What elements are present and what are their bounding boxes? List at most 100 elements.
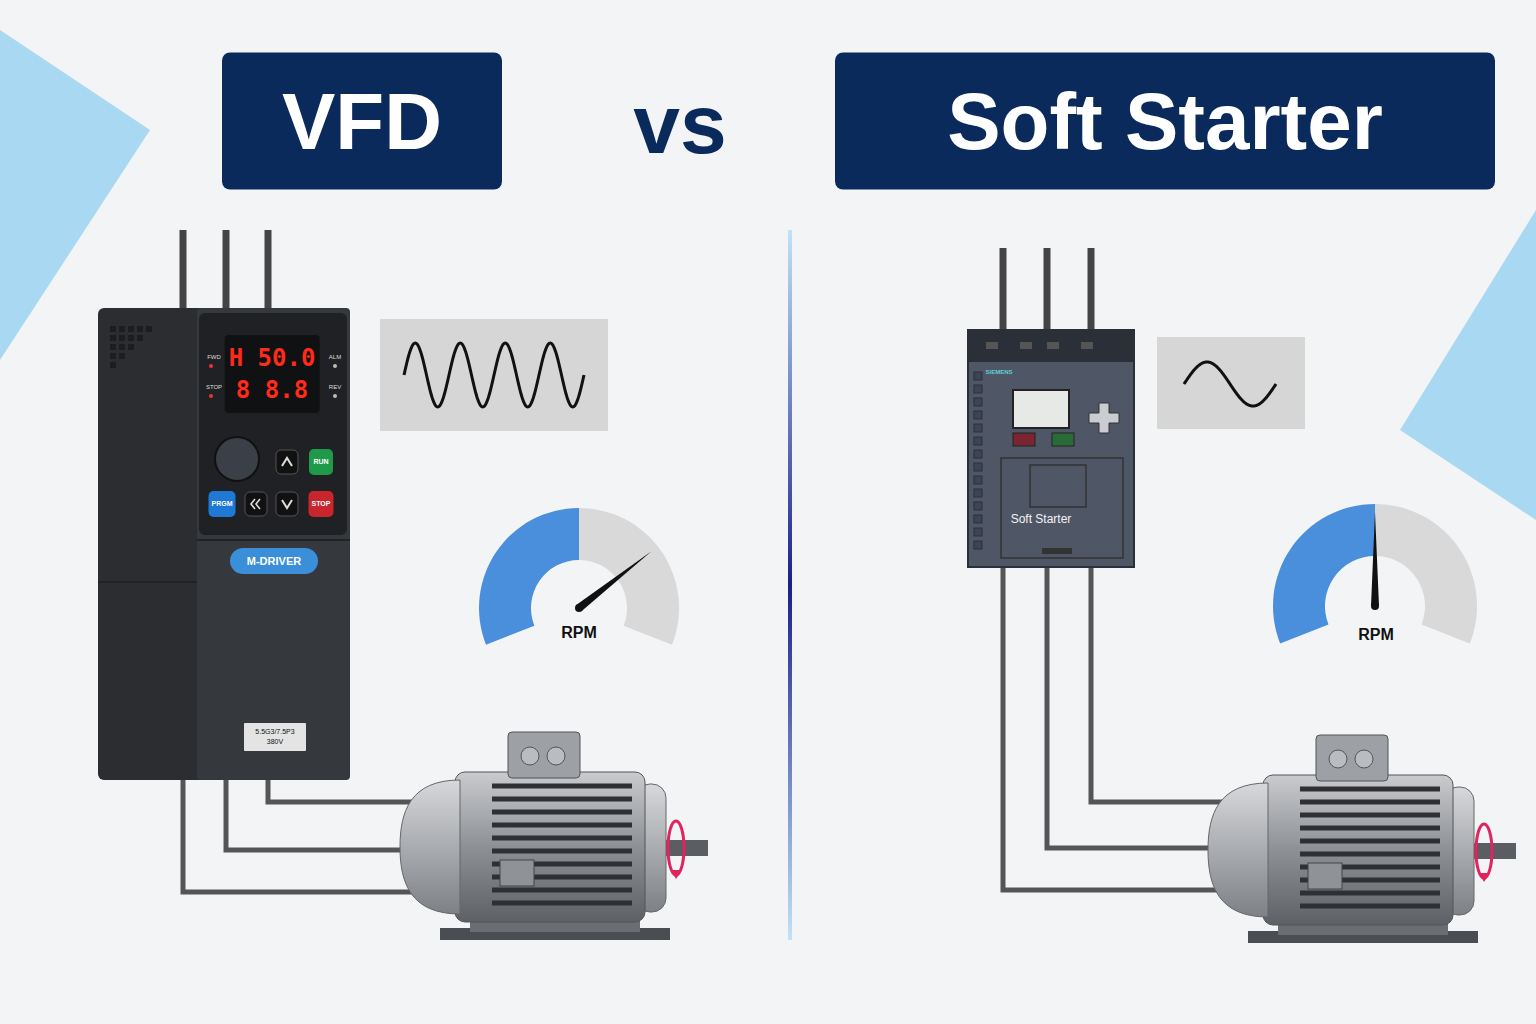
output-wires (183, 778, 420, 892)
node-text: M-DRIVER (247, 555, 301, 567)
cable-gland (521, 747, 539, 765)
gauge-hub (575, 604, 583, 612)
cooling-fin (492, 784, 632, 789)
led-cell (974, 372, 982, 380)
node-text: 8 8.8 (236, 377, 308, 403)
gauge-label: RPM (561, 625, 597, 641)
led-cell (974, 424, 982, 432)
cooling-fin (492, 836, 632, 841)
node-text: STOP (312, 500, 331, 508)
led-cell (974, 528, 982, 536)
led-cell (974, 450, 982, 458)
cooling-fin (1300, 826, 1440, 831)
motor (1208, 735, 1516, 943)
node-text: Soft Starter (947, 77, 1383, 165)
vent-dot (119, 326, 125, 332)
vent-dot (110, 362, 116, 368)
divider (788, 230, 792, 940)
cooling-fin (492, 888, 632, 893)
versus-text: vs (633, 82, 726, 166)
node-text: 5.5G3/7.5P3 (255, 728, 294, 736)
waveform-panel (1157, 337, 1305, 429)
cable-gland (1355, 750, 1373, 768)
node-text: PRGM (212, 500, 233, 508)
indicator-label: STOP (206, 384, 222, 390)
gauge-hub (1371, 602, 1379, 610)
title-box: Soft Starter (835, 53, 1495, 190)
soft-starter-device (968, 330, 1134, 567)
vent-dot (110, 344, 116, 350)
vent-dot (137, 326, 143, 332)
cable-gland (1329, 750, 1347, 768)
gauge-track (1375, 504, 1477, 644)
indicator-label: REV (329, 384, 341, 390)
waveform (1184, 362, 1276, 406)
vfd-drive (98, 308, 350, 780)
cooling-fin (1300, 800, 1440, 805)
stop-button: STOP (309, 491, 334, 517)
cooling-fin (492, 849, 632, 854)
waveform (404, 343, 584, 407)
waveform-panel (380, 319, 608, 431)
vent-dot (110, 326, 116, 332)
deco-triangle (1400, 210, 1536, 520)
nameplate (1308, 863, 1342, 889)
motor-body (1263, 775, 1453, 925)
cable-gland (547, 747, 565, 765)
vent-dot (119, 335, 125, 341)
rpm-gauge (1273, 504, 1477, 644)
led-cell (974, 411, 982, 419)
indicator-label: FWD (207, 354, 221, 360)
led-display: H 50.0 8 8.8 (225, 335, 320, 413)
cooling-fin (1300, 891, 1440, 896)
input-wires (183, 230, 268, 310)
led-cell (974, 463, 982, 471)
rpm-gauge (479, 508, 679, 645)
gauge-label: RPM (1358, 627, 1394, 643)
vent-dot (119, 353, 125, 359)
led-cell (974, 476, 982, 484)
cooling-fin (1300, 852, 1440, 857)
led-cell (974, 437, 982, 445)
led-cell (974, 398, 982, 406)
cooling-fin (1300, 839, 1440, 844)
rotation-head (671, 870, 682, 879)
title-box: VFD (222, 53, 502, 190)
vent-dot (110, 353, 116, 359)
gauge-needle (577, 551, 652, 611)
led-cell (974, 541, 982, 549)
motor-body (455, 772, 645, 922)
brand-label: SIEMENS (985, 369, 1012, 375)
led-cell (974, 515, 982, 523)
cooling-fin (1300, 787, 1440, 792)
led-cell (974, 385, 982, 393)
node-text: 380V (267, 738, 283, 746)
led-cell (974, 489, 982, 497)
cooling-fin (492, 797, 632, 802)
output-wires (1003, 565, 1230, 890)
fan-cover (1208, 783, 1268, 917)
motor (400, 732, 708, 940)
node-text: RUN (313, 458, 328, 466)
node-text: H 50.0 (229, 345, 316, 371)
prgm-button: PRGM (209, 491, 236, 517)
nameplate (500, 860, 534, 886)
vent-dot (128, 335, 134, 341)
rotation-arrow (1476, 824, 1492, 878)
vent-dot (128, 344, 134, 350)
cooling-fin (1300, 813, 1440, 818)
brand-badge: M-DRIVER (230, 548, 318, 574)
rating-plate: 5.5G3/7.5P3 380V (244, 723, 306, 751)
gauge-fill (1273, 504, 1375, 644)
vent-dot (119, 344, 125, 350)
node-text: VFD (282, 77, 442, 165)
led-cell (974, 502, 982, 510)
cooling-fin (492, 810, 632, 815)
rotation-head (1479, 873, 1490, 882)
vent-dot (110, 335, 116, 341)
vent-dot (137, 335, 143, 341)
input-wires (1003, 248, 1091, 332)
device-label: Soft Starter (1011, 513, 1072, 525)
